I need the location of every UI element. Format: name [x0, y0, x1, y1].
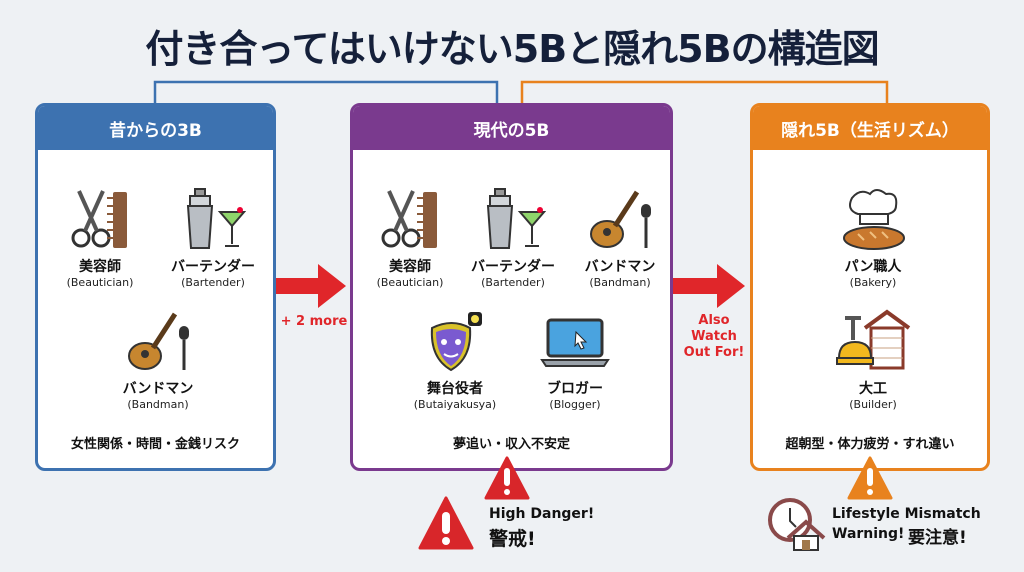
box-header: 現代の5B — [353, 106, 670, 150]
item-label: ブロガー — [547, 381, 603, 397]
box-header: 隠れ5B（生活リズム） — [753, 106, 987, 150]
warning-triangle-icon — [847, 456, 893, 500]
item-label: バーテンダー — [471, 259, 555, 275]
orange-connector — [520, 80, 889, 104]
item-bakery: パン職人 (Bakery) — [808, 186, 938, 289]
chef-bread-icon — [843, 189, 905, 250]
box-hidden-5b: 隠れ5B（生活リズム） パン職人 (Bakery) 大工 (Builder) 超… — [750, 103, 990, 471]
item-sub: (Butaiyakusya) — [413, 398, 497, 411]
box-footer: 超朝型・体力疲労・すれ違い — [785, 437, 955, 452]
item-sub: (Builder) — [849, 398, 897, 411]
item-label: 大工 — [859, 381, 887, 397]
box-footer: 女性関係・時間・金銭リスク — [70, 437, 240, 452]
arrow1-label: + 2 more — [280, 314, 348, 329]
item-sub: (Beautician) — [66, 276, 134, 289]
item-bandman: バンドマン (Bandman) — [555, 186, 670, 289]
hammer-house-icon — [836, 309, 911, 370]
item-sub: (Beautician) — [376, 276, 444, 289]
item-label: 美容師 — [79, 259, 121, 275]
guitar-mic-icon — [125, 308, 191, 374]
item-bandman: バンドマン (Bandman) — [93, 308, 223, 411]
item-bartender: バーテンダー (Bartender) — [448, 186, 578, 289]
item-label: パン職人 — [844, 259, 902, 275]
theater-mask-icon — [430, 312, 482, 372]
page-title: 付き合ってはいけない5Bと隠れ5Bの構造図 — [145, 27, 879, 71]
warning2-en2: Warning! — [832, 526, 905, 542]
blue-connector — [153, 80, 499, 104]
box-header: 昔からの3B — [38, 106, 273, 150]
item-label: 美容師 — [389, 259, 431, 275]
cocktail-shaker-icon — [187, 188, 245, 249]
clock-house-icon — [768, 498, 826, 551]
item-label: バーテンダー — [171, 259, 255, 275]
warning1-en: High Danger! — [489, 506, 595, 522]
item-beautician: 美容師 (Beautician) — [353, 186, 475, 289]
laptop-icon — [540, 318, 610, 367]
item-label: バンドマン — [122, 381, 194, 397]
red-arrow-icon — [673, 264, 745, 308]
item-blogger: ブロガー (Blogger) — [510, 308, 640, 411]
item-sub: (Bandman) — [127, 398, 189, 411]
scissors-comb-icon — [71, 189, 129, 250]
box-modern-5b: 現代の5B 美容師 (Beautician) バーテンダー (Bartender… — [350, 103, 673, 471]
arrow2-label: Also Watch Out For! — [683, 313, 745, 360]
warning-triangle-icon — [418, 496, 474, 550]
item-sub: (Bartender) — [481, 276, 545, 289]
item-builder: 大工 (Builder) — [808, 308, 938, 411]
item-sub: (Bandman) — [589, 276, 651, 289]
item-label: 舞台役者 — [427, 381, 483, 397]
box-classic-3b: 昔からの3B 美容師 (Beautician) バーテンダー (Bartende… — [35, 103, 276, 471]
scissors-comb-icon — [381, 189, 439, 250]
warning2-en: Lifestyle Mismatch — [832, 506, 981, 522]
cocktail-shaker-icon — [487, 188, 545, 249]
red-arrow-icon — [276, 264, 346, 308]
item-sub: (Bakery) — [849, 276, 897, 289]
warning1-ja: 警戒! — [489, 528, 536, 550]
item-bartender: バーテンダー (Bartender) — [148, 186, 273, 289]
connector-lines — [153, 80, 889, 104]
item-label: バンドマン — [584, 259, 656, 275]
item-stage-actor: 舞台役者 (Butaiyakusya) — [390, 308, 520, 411]
box-footer: 夢追い・収入不安定 — [452, 437, 570, 452]
item-sub: (Blogger) — [549, 398, 601, 411]
guitar-mic-icon — [587, 186, 653, 252]
item-beautician: 美容師 (Beautician) — [38, 186, 165, 289]
warning2-ja: 要注意! — [908, 528, 967, 548]
warning-triangle-icon — [484, 456, 530, 500]
item-sub: (Bartender) — [181, 276, 245, 289]
